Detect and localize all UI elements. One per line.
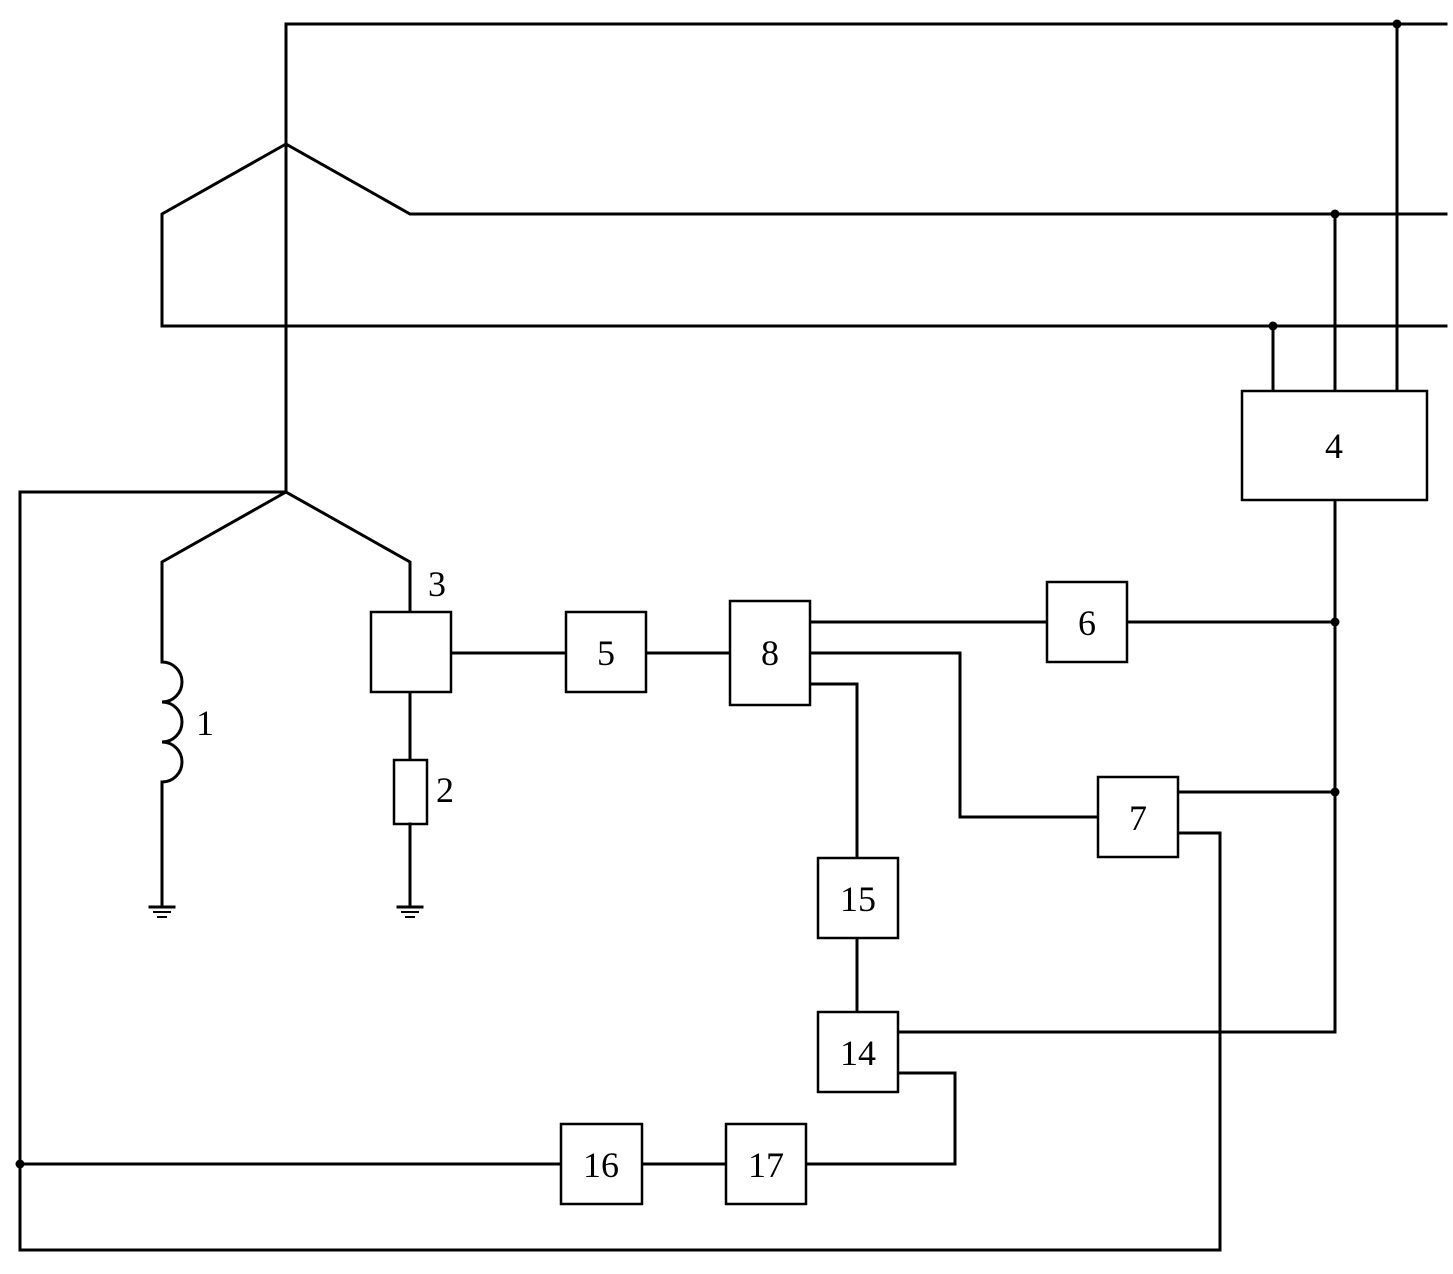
phase-b-line [283,141,1448,216]
wire-8-15 [808,682,859,860]
block-6-label: 6 [1078,603,1096,643]
junction-left-16 [15,1159,25,1169]
block-5-label: 5 [597,633,615,673]
phase-a-line [284,22,1448,146]
wire-7-return [18,490,1222,1252]
block-8: 8 [728,599,812,707]
resistor-label: 2 [436,770,454,810]
neutral-branch-left [160,489,289,664]
ground-symbol-right [396,905,424,918]
block-8-label: 8 [761,633,779,673]
block-3 [369,610,453,694]
block-5: 5 [564,610,648,694]
inductor-label: 1 [196,703,214,743]
wire-14-17 [804,1071,957,1166]
junction-bus-6 [1330,617,1340,627]
sensor-label: 3 [428,564,446,604]
junction-phase-b [1330,209,1340,219]
block-6: 6 [1045,580,1129,664]
junction-phase-a [1392,19,1402,29]
phase-c-line [160,141,1448,328]
block-17-label: 17 [748,1145,784,1185]
block-4-label: 4 [1325,426,1343,466]
block-14: 14 [816,1010,900,1094]
junction-bus-7 [1330,787,1340,797]
neutral-branch-right [283,489,412,614]
block-16-label: 16 [583,1145,619,1185]
inductor-coil [160,660,184,784]
block-16: 16 [559,1122,644,1206]
block-7-label: 7 [1129,798,1147,838]
block-7: 7 [1096,775,1180,859]
block-4: 4 [1240,389,1429,502]
ground-symbol-left [148,905,176,918]
resistor [392,758,429,826]
wire-8-7 [808,651,1100,819]
block-15-label: 15 [840,879,876,919]
junction-phase-c [1268,321,1278,331]
block-14-label: 14 [840,1033,876,1073]
block-15: 15 [816,856,900,940]
block-17: 17 [724,1122,808,1206]
block4-output-bus [896,498,1337,1034]
